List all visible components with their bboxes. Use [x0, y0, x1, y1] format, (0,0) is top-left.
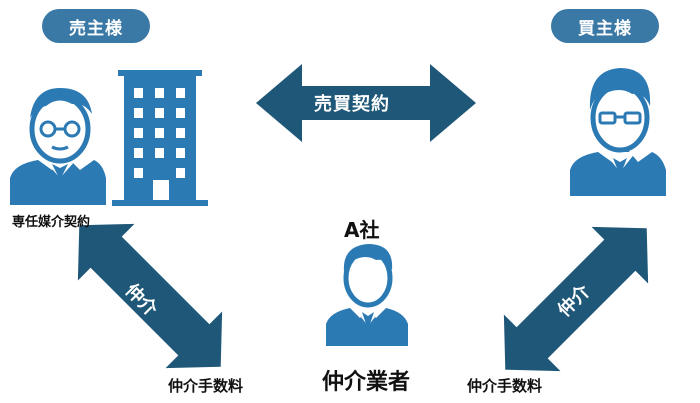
- elderly-man-glasses-icon: [10, 88, 106, 205]
- man-glasses-icon: [570, 68, 666, 196]
- sale-contract-arrow: [256, 64, 476, 142]
- left-fee-label: 仲介手数料: [168, 377, 244, 395]
- office-building-icon: [112, 70, 208, 206]
- exclusive-contract-label: 専任媒介契約: [12, 215, 91, 230]
- company-label: A社: [344, 218, 380, 242]
- seller-title: 売主様: [42, 9, 150, 43]
- agent-role-label: 仲介業者: [322, 370, 411, 395]
- right-mediation-arrow: [503, 226, 649, 372]
- buyer-title: 買主様: [551, 9, 659, 43]
- businessman-icon: [326, 244, 408, 346]
- right-fee-label: 仲介手数料: [467, 377, 543, 395]
- left-mediation-arrow: [77, 223, 223, 369]
- sale-contract-label: 売買契約: [314, 94, 390, 115]
